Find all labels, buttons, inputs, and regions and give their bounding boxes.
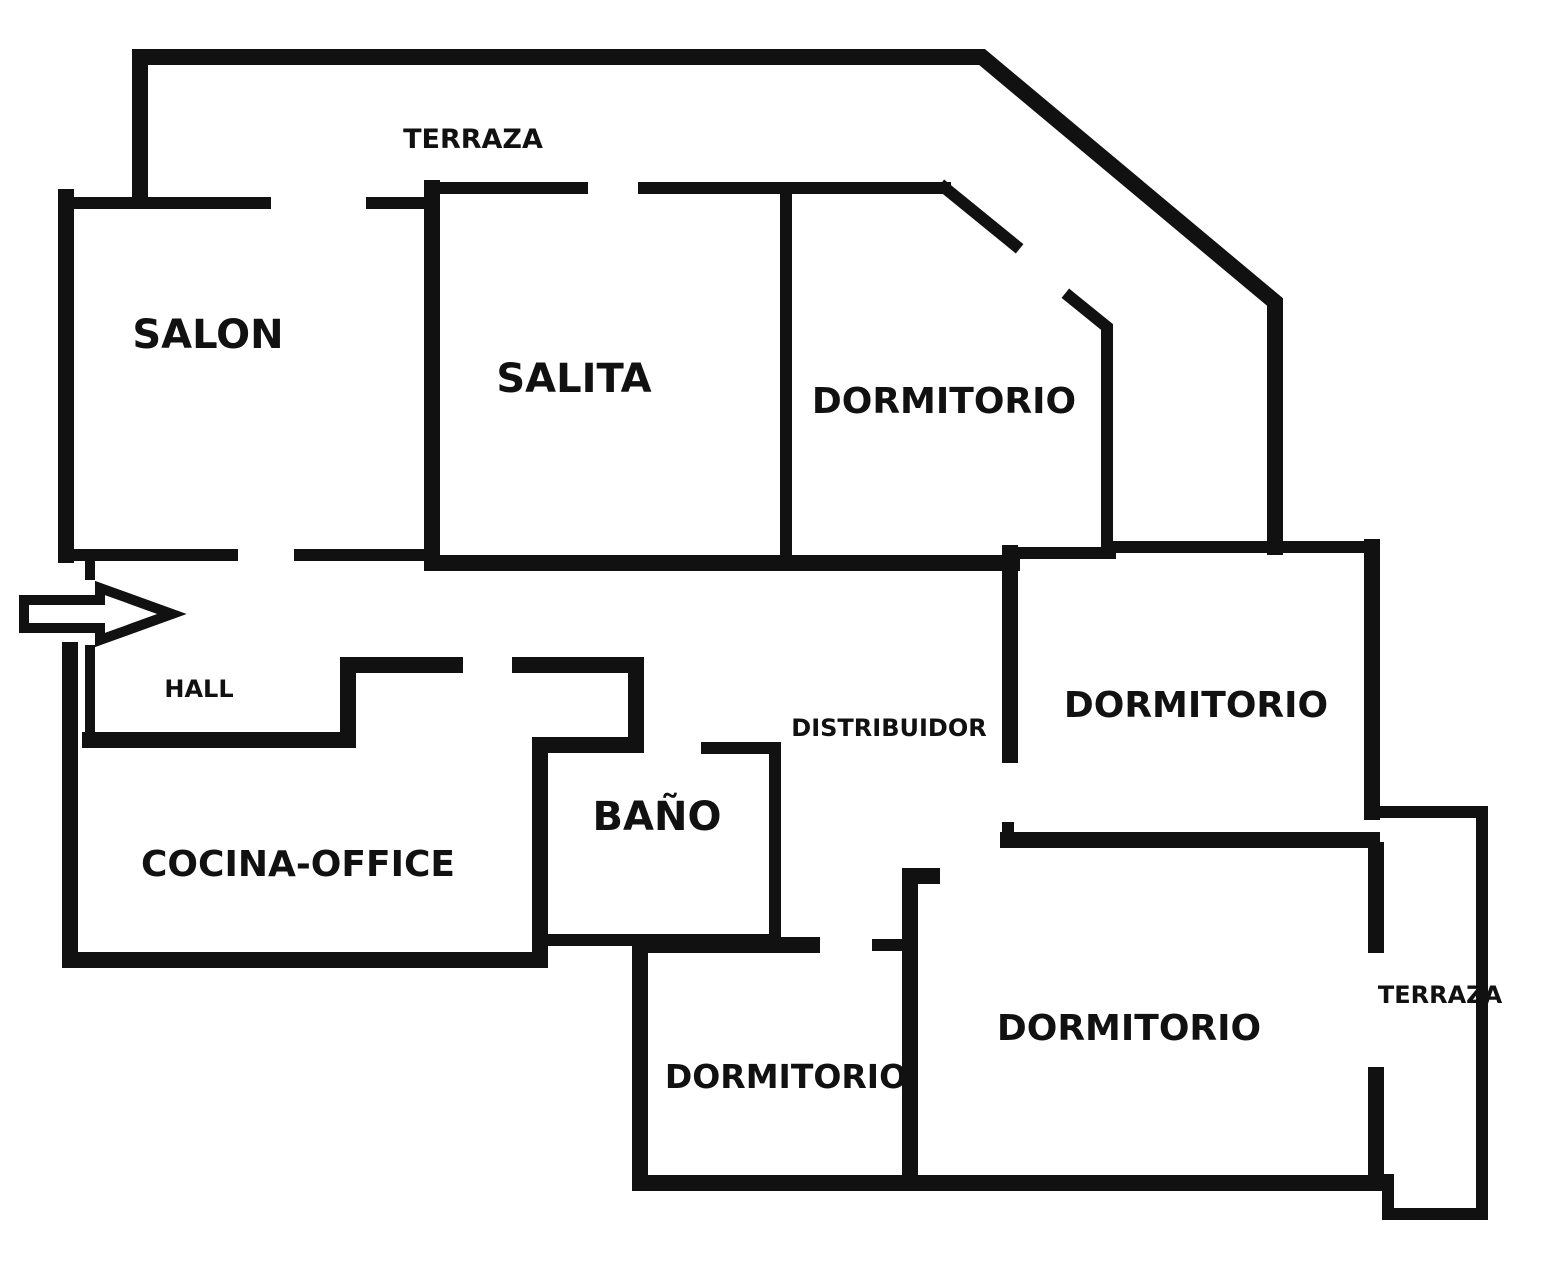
terrace-top-outer-wall: [132, 49, 1283, 555]
terrace-right-wall: [1370, 806, 1488, 1220]
kitchen-outer-wall: [62, 642, 548, 968]
label-hall: HALL: [164, 675, 233, 703]
label-bedroom-top: DORMITORIO: [812, 381, 1076, 422]
label-terrace-right: TERRAZA: [1378, 981, 1503, 1009]
kitchen-top-wall: [82, 657, 463, 748]
label-bedroom-bottom-right: DORMITORIO: [997, 1008, 1261, 1049]
bathroom-walls: [512, 657, 644, 966]
label-distributor: DISTRIBUIDOR: [791, 714, 986, 742]
label-salita: SALITA: [496, 356, 651, 402]
label-bedroom-bottom-left: DORMITORIO: [665, 1057, 907, 1096]
bedroom-top-diagonal: [936, 179, 1024, 254]
label-terrace-top: TERRAZA: [403, 124, 543, 155]
label-bedroom-right: DORMITORIO: [1064, 685, 1328, 726]
label-salon: SALON: [132, 312, 283, 358]
room-labels: TERRAZA SALON SALITA DORMITORIO DORMITOR…: [132, 124, 1502, 1096]
walls: [58, 49, 1488, 1220]
entrance-arrow-icon: [19, 580, 187, 648]
bottom-right-bedroom-left-wall: [902, 868, 940, 1191]
label-bathroom: BAÑO: [593, 792, 722, 840]
label-kitchen: COCINA-OFFICE: [141, 844, 455, 885]
bedroom-right-wall: [1061, 288, 1113, 553]
